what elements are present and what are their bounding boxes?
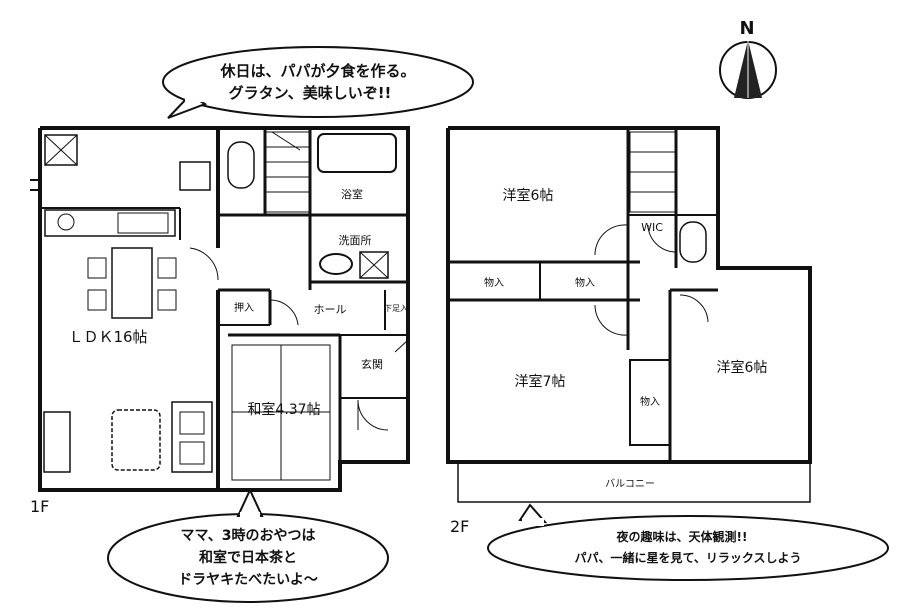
bottom-right-speech-bubble: 夜の趣味は、天体観測!! パパ、一緒に星を見て、リラックスしよう — [487, 503, 889, 581]
room-closet2-label: 物入 — [575, 276, 595, 289]
balcony-label: バルコニー — [605, 478, 655, 490]
floor-2f-label: 2F — [450, 517, 469, 536]
floor-1f-labels: ＬＤＫ16帖 浴室 洗面所 ホール 押入 下足入 和室4.37帖 玄関 1F — [30, 187, 408, 516]
room-hall-label: ホール — [314, 303, 347, 316]
room-shoe-storage-label: 下足入 — [384, 304, 408, 313]
room-washroom-label: 洗面所 — [339, 234, 372, 247]
compass-rose: N — [719, 18, 777, 99]
room-7-label: 洋室7帖 — [515, 373, 566, 390]
room-wic-label: WIC — [641, 221, 663, 234]
room-entrance-label: 玄関 — [361, 357, 383, 371]
top-bubble-line2: グラタン、美味しいぞ!! — [229, 84, 392, 102]
floor-1f-label: 1F — [30, 497, 49, 516]
room-closet3-label: 物入 — [640, 395, 660, 408]
room-west-label: 洋室6帖 — [503, 187, 554, 204]
floor-2f-labels: 洋室6帖 物入 物入 WIC 洋室7帖 物入 洋室6帖 バルコニー 2F — [450, 187, 767, 536]
bottom-right-bubble-line1: 夜の趣味は、天体観測!! — [616, 529, 748, 544]
room-closet1-label: 物入 — [484, 276, 504, 289]
bottom-right-bubble-line2: パパ、一緒に星を見て、リラックスしよう — [574, 550, 801, 565]
compass-north-label: N — [739, 18, 754, 39]
bottom-left-bubble-line3: ドラヤキたべたいよ〜 — [178, 572, 318, 588]
floor-2f-plan — [446, 126, 812, 503]
bottom-left-bubble-line1: ママ、3時のおやつは — [180, 527, 315, 544]
bottom-left-bubble-line2: 和室で日本茶と — [199, 549, 297, 566]
room-japanese-label: 和室4.37帖 — [247, 401, 320, 418]
room-ldk-label: ＬＤＫ16帖 — [68, 328, 147, 346]
top-speech-bubble: 休日は、パパが夕食を作る。 グラタン、美味しいぞ!! — [162, 46, 474, 119]
room-storage1-label: 押入 — [234, 301, 254, 314]
room-east-label: 洋室6帖 — [717, 359, 768, 376]
bottom-left-speech-bubble: ママ、3時のおやつは 和室で日本茶と ドラヤキたべたいよ〜 — [107, 487, 389, 603]
floor-1f-plan — [30, 126, 410, 492]
top-bubble-line1: 休日は、パパが夕食を作る。 — [219, 62, 415, 80]
room-bath-label: 浴室 — [341, 187, 363, 201]
